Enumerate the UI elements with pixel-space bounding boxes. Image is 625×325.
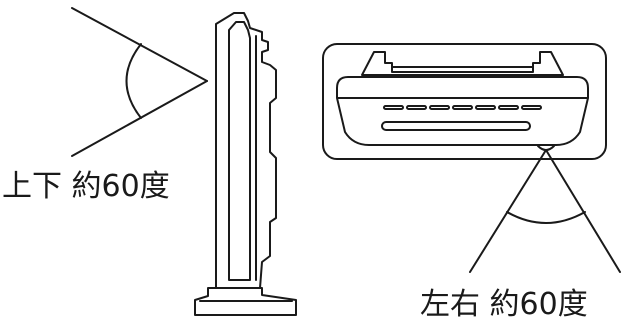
horizontal-cone-left-ray [469,149,547,273]
tv-side-outline [215,12,277,289]
tv-top-vent-5 [475,105,496,110]
tv-top-long-slot [381,121,531,131]
tv-top-vent-7 [521,105,542,110]
tv-top-vent-1 [383,105,404,110]
tv-top-vent-6 [498,105,519,110]
tv-stand-base [194,287,297,316]
horizontal-angle-cone [469,149,621,273]
tv-top-view [322,43,607,160]
horizontal-angle-label: 左右 約60度 [420,287,588,322]
tv-top-view-frame [322,43,607,160]
tv-side-bezel-line [228,21,251,281]
tv-top-vent-4 [452,105,473,110]
vertical-cone-lower-ray [71,80,208,157]
horizontal-angle-arc [506,211,586,224]
vertical-angle-arc [125,43,142,119]
tv-top-vent-2 [406,105,427,110]
tv-top-stand-outline [361,51,564,76]
horizontal-cone-right-ray [545,149,621,273]
vertical-angle-cone [71,7,208,157]
tv-side-view [194,12,297,316]
tv-top-vent-3 [429,105,450,110]
vertical-angle-label: 上下 約60度 [2,169,170,204]
tv-top-body [336,76,589,146]
